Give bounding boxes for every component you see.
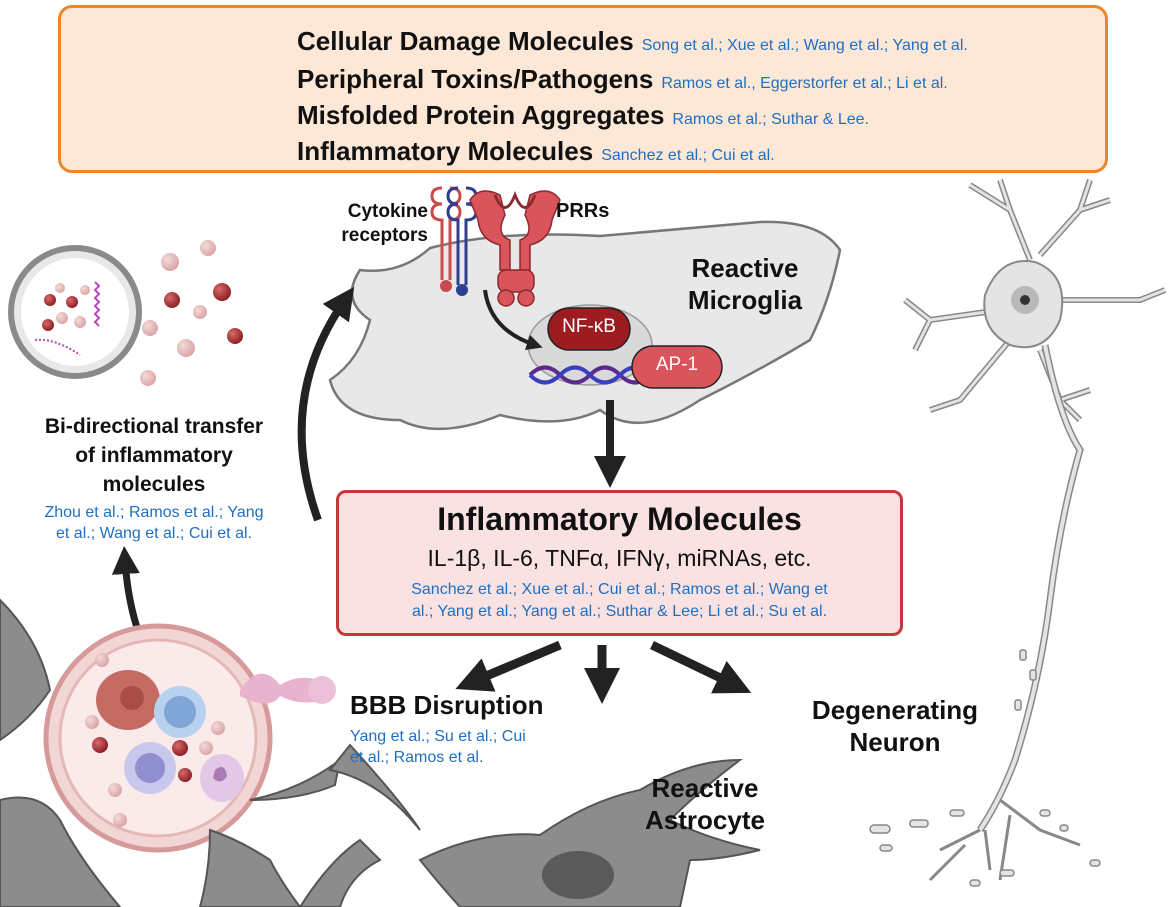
blood-vessel-icon — [43, 623, 336, 853]
reactive-astrocyte-icon — [0, 598, 761, 907]
arrow-to-bbb — [455, 640, 562, 692]
trigger-title: Misfolded Protein Aggregates — [297, 100, 665, 130]
trigger-refs: Song et al.; Xue et al.; Wang et al.; Ya… — [641, 37, 968, 54]
microglia-title: Reactive Microglia — [687, 253, 803, 315]
prrs-label: PRRs — [556, 200, 610, 222]
arrow-transfer-to-microglia — [297, 286, 355, 522]
trigger-refs: Ramos et al.; Suthar & Lee. — [672, 111, 869, 128]
bbb-refs: Yang et al.; Su et al.; Cui et al.; Ramo… — [350, 728, 526, 766]
inflammatory-title: Inflammatory Molecules — [437, 501, 802, 537]
neuron-title: Degenerating Neuron — [811, 695, 979, 757]
nfkb-label: NF-κB — [562, 316, 616, 337]
triggers-box: Cellular Damage Molecules Song et al.; Xu… — [58, 5, 1108, 173]
neuron-nucleolus — [1020, 295, 1030, 305]
cytokine-receptors-label: Cytokine receptors — [341, 201, 428, 246]
trigger-title: Inflammatory Molecules — [297, 136, 594, 166]
receptor-end-blue — [456, 284, 468, 296]
cytokine-receptor-icon — [430, 186, 478, 285]
trigger-item: Cellular Damage Molecules Song et al.; Xu… — [297, 26, 968, 57]
trigger-refs: Ramos et al., Eggerstorfer et al.; Li et… — [661, 75, 948, 92]
extracellular-vesicle-icon — [8, 245, 142, 379]
trigger-title: Cellular Damage Molecules — [297, 26, 634, 56]
trigger-item: Peripheral Toxins/Pathogens Ramos et al.,… — [297, 64, 948, 95]
trigger-item: Misfolded Protein Aggregates Ramos et al.… — [297, 100, 869, 131]
astrocyte-nucleus — [542, 851, 614, 899]
trigger-item: Inflammatory Molecules Sanchez et al.; Cu… — [297, 136, 775, 167]
free-molecules — [140, 240, 243, 386]
ap1-factor — [631, 345, 723, 389]
neuron-fragments — [869, 649, 1101, 887]
inflammatory-molecule-list: IL-1β, IL-6, TNFα, IFNγ, miRNAs, etc. — [427, 545, 812, 571]
arrow-to-neuron — [650, 640, 752, 694]
receptor-end-red — [440, 280, 452, 292]
transfer-title: Bi-directional transfer of inflammatory … — [44, 415, 264, 496]
transfer-refs: Zhou et al.; Ramos et al.; Yang et al.; … — [44, 504, 264, 542]
prr-receptor-icon — [469, 190, 561, 307]
inflammatory-molecules-box: Inflammatory Molecules IL-1β, IL-6, TNFα… — [336, 490, 903, 636]
nfkb-factor — [547, 307, 631, 351]
trigger-refs: Sanchez et al.; Cui et al. — [601, 147, 775, 164]
trigger-title: Peripheral Toxins/Pathogens — [297, 64, 654, 94]
inflammatory-refs: Sanchez et al.; Xue et al.; Cui et al.; … — [411, 581, 828, 620]
bbb-title: BBB Disruption — [350, 690, 544, 720]
ap1-label: AP-1 — [655, 354, 699, 375]
astrocyte-title: Reactive Astrocyte — [645, 773, 765, 835]
signal-arrow — [483, 289, 543, 351]
degenerating-neuron-icon — [903, 179, 1167, 882]
dna-helix-icon — [528, 365, 652, 385]
